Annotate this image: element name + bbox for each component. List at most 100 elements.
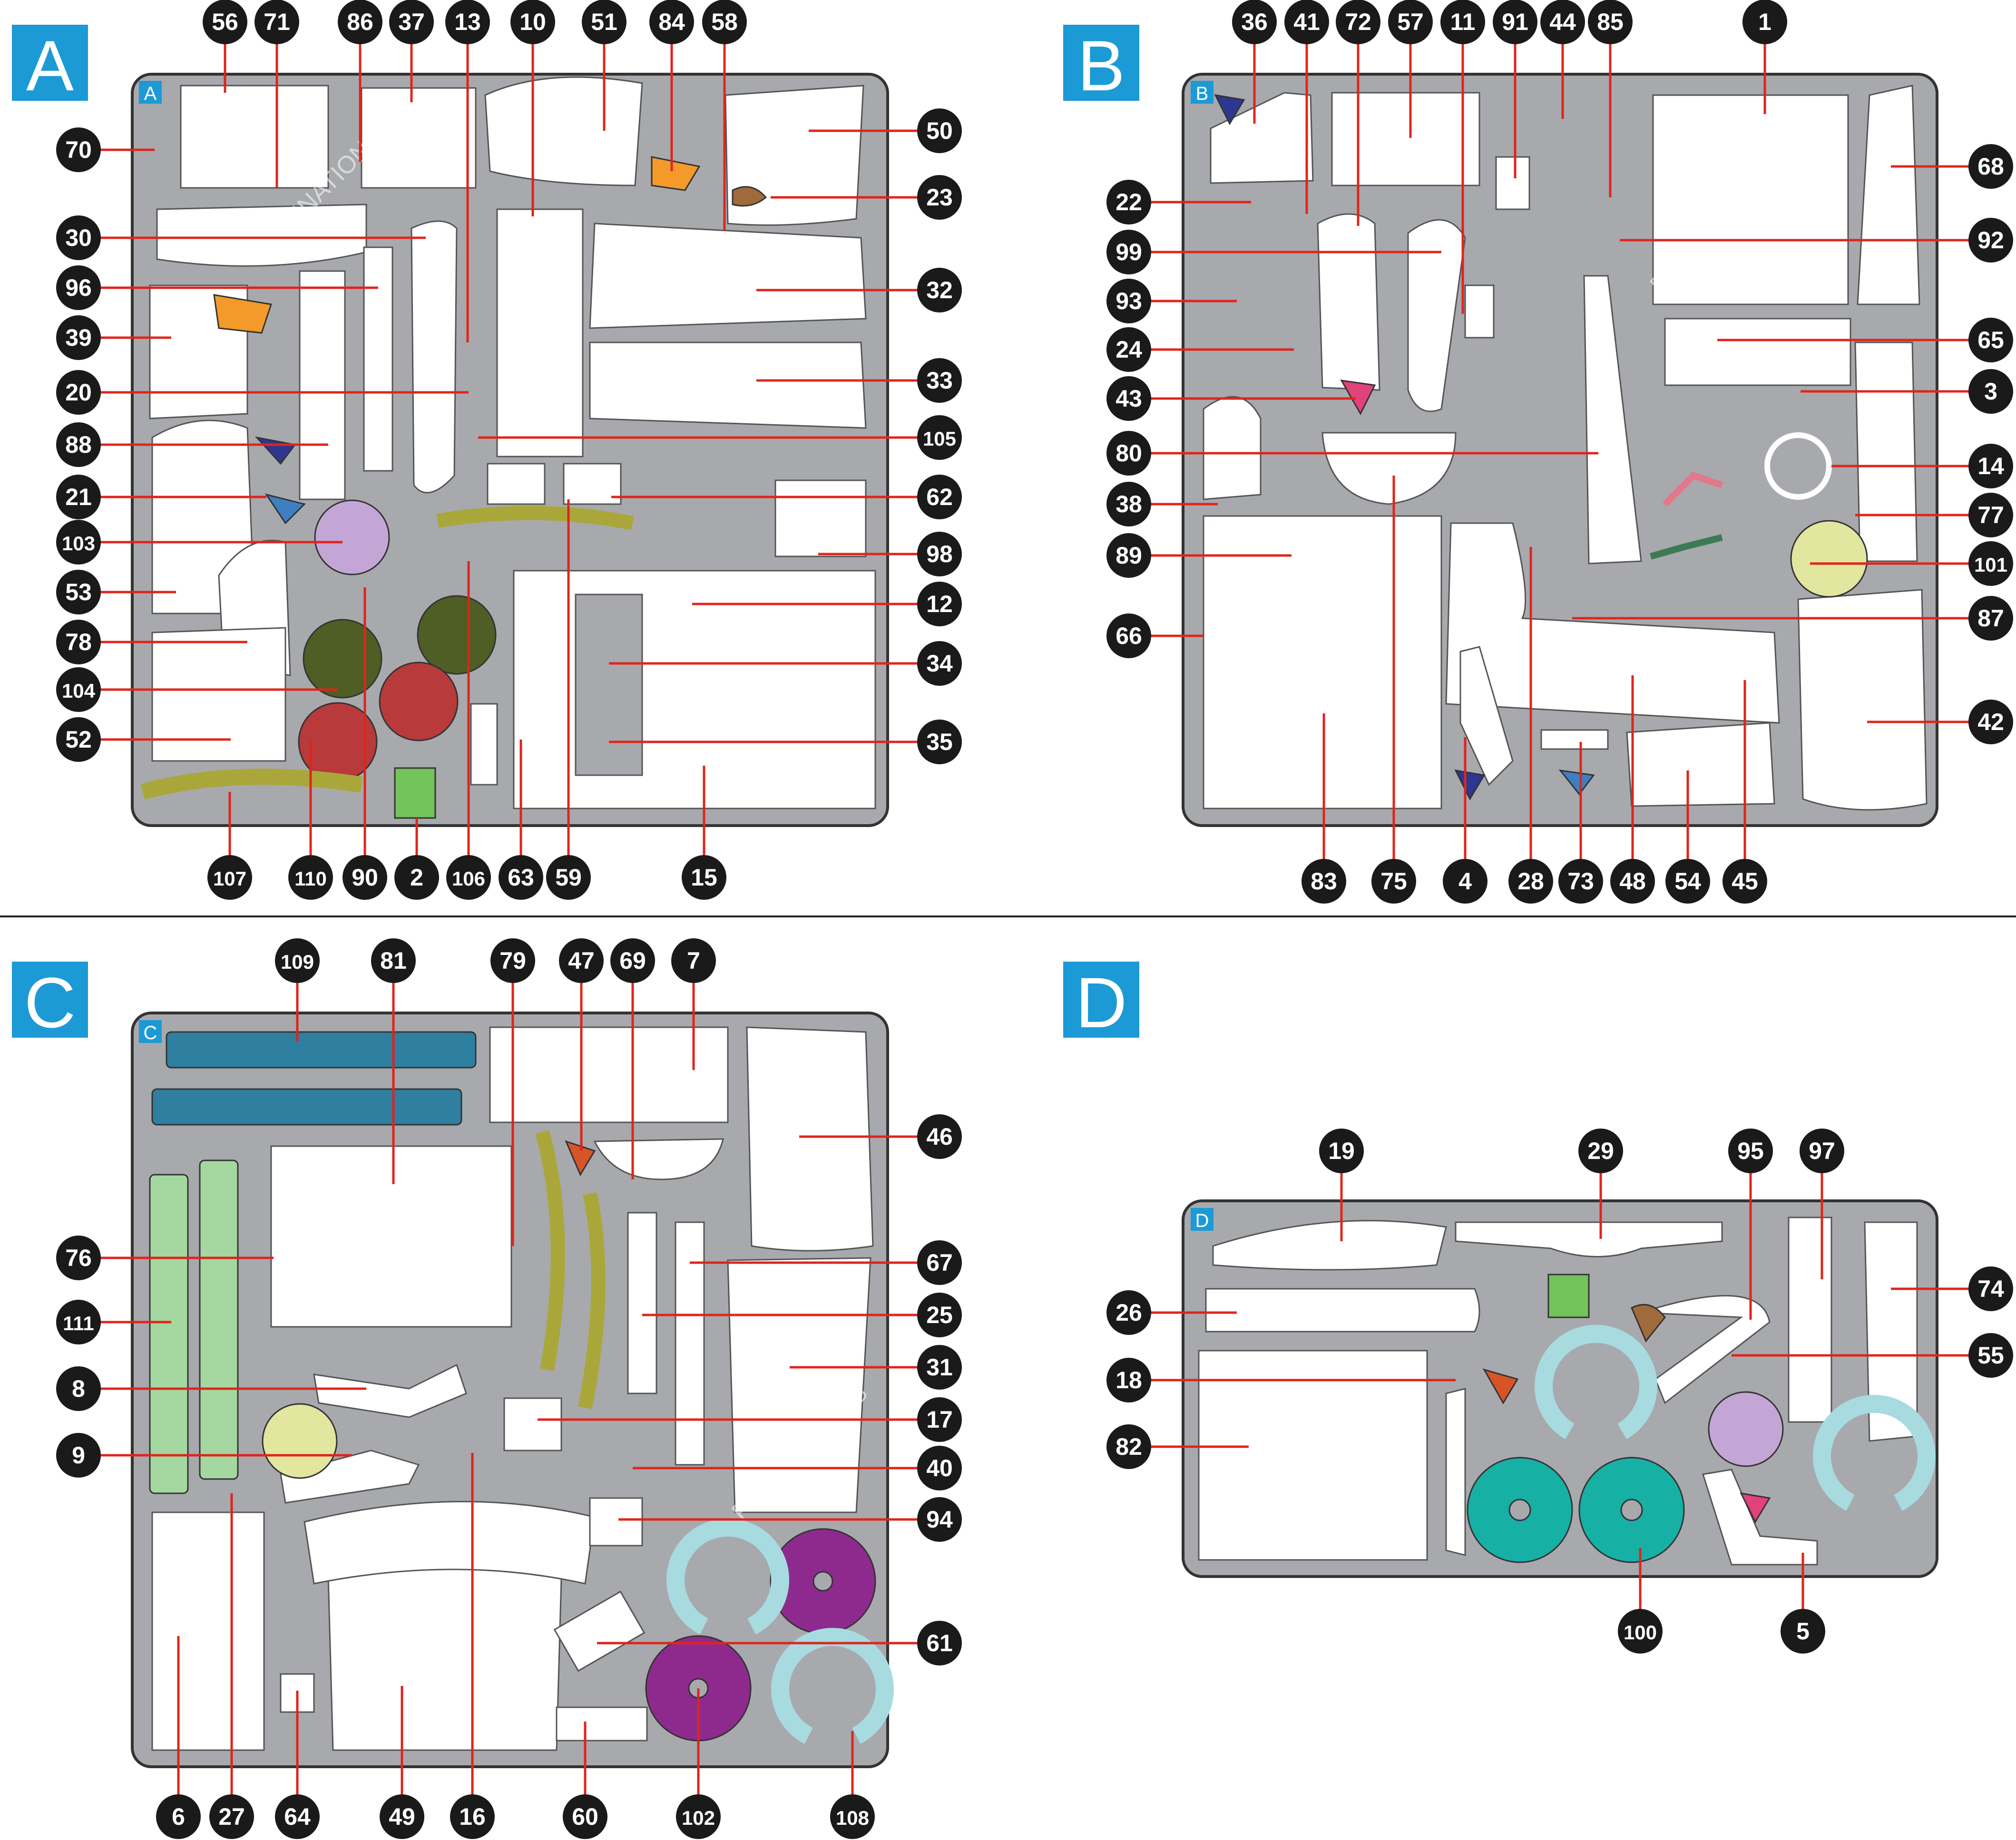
callout-number: 52: [65, 726, 92, 753]
callout-number: 66: [1116, 623, 1142, 649]
callout-circle: [1440, 0, 1485, 44]
callout-number: 93: [1116, 288, 1142, 314]
sheet-a-small-badge: [139, 81, 162, 104]
part-callout-89: 89: [1106, 533, 1151, 578]
sheet-b-badge: [1063, 25, 1139, 101]
callout-number: 100: [1624, 1621, 1657, 1644]
callout-circle: [56, 1366, 101, 1411]
part-68-shape: [1857, 85, 1920, 305]
callout-number: 63: [508, 864, 534, 891]
callout-number: 107: [213, 867, 246, 890]
part-callout-105: 105: [917, 415, 962, 460]
callout-circle: [917, 358, 962, 403]
part-callout-41: 41: [1284, 0, 1329, 44]
part-49-shape: [327, 1568, 562, 1751]
part-77-shape: [1854, 341, 1918, 562]
callout-number: 59: [555, 864, 582, 891]
callout-circle: [917, 1497, 962, 1542]
callout-circle: [1371, 859, 1416, 904]
callout-number: 45: [1732, 868, 1758, 895]
callout-circle: [1968, 318, 2013, 362]
part-13-shape: [411, 220, 458, 494]
callout-number: 35: [926, 729, 953, 755]
part-callout-92: 92: [1968, 218, 2013, 263]
part-43-pink: [1340, 380, 1376, 416]
part-pink-d: [1740, 1492, 1771, 1524]
part-101-disc: [1790, 520, 1868, 598]
part-96-shape: [299, 270, 346, 500]
callout-circle: [56, 370, 101, 415]
callout-number: 80: [1116, 440, 1142, 467]
callout-number: 43: [1116, 385, 1142, 412]
part-brown-d: [1631, 1304, 1666, 1343]
part-callout-60: 60: [563, 1794, 607, 1839]
part-callout-53: 53: [56, 570, 101, 614]
callout-number: 79: [499, 947, 526, 974]
callout-circle: [917, 1345, 962, 1390]
part-36-navy: [1214, 94, 1245, 126]
part-callout-17: 17: [917, 1397, 962, 1442]
part-callout-90: 90: [343, 855, 387, 900]
part-29-shape: [1455, 1221, 1723, 1257]
callout-circle: [702, 0, 747, 44]
part-callout-74: 74: [1968, 1266, 2013, 1311]
callout-circle: [649, 0, 694, 44]
callout-number: 17: [926, 1406, 953, 1433]
callout-circle: [156, 1794, 201, 1839]
part-110-gear-2: [379, 662, 459, 741]
callout-number: 111: [63, 1312, 94, 1334]
part-callout-109: 109: [275, 938, 320, 983]
callout-number: 54: [1674, 868, 1701, 895]
callout-number: 26: [1116, 1299, 1142, 1326]
callout-number: 86: [347, 9, 373, 35]
callout-circle: [582, 0, 626, 44]
part-callout-82: 82: [1106, 1424, 1151, 1469]
callout-number: 83: [1311, 868, 1337, 895]
callout-number: 92: [1977, 227, 2004, 253]
callout-number: 106: [452, 867, 485, 890]
part-55-shape: [1641, 1295, 1771, 1404]
part-callout-93: 93: [1106, 279, 1151, 323]
callout-circle: [1722, 859, 1767, 904]
sheet-c: FASCINATIONS FASCINATIONS C C: [12, 962, 894, 1768]
callout-circle: [1781, 1609, 1825, 1654]
sheet-a-small-title: A: [144, 83, 157, 104]
callout-circle: [288, 855, 333, 900]
part-callout-51: 51: [582, 0, 626, 44]
callout-circle: [830, 1794, 875, 1839]
callout-number: 15: [691, 864, 717, 891]
callout-circle: [917, 108, 962, 153]
callout-circle: [1968, 541, 2013, 586]
sheet-a-color-parts: [140, 156, 767, 819]
part-111-bar-2: [199, 1159, 239, 1480]
part-callout-49: 49: [380, 1794, 424, 1839]
callout-circle: [207, 855, 252, 900]
part-100-disc-2-hole: [1620, 1499, 1643, 1521]
callout-circle: [1106, 327, 1151, 372]
callout-number: 6: [172, 1803, 185, 1830]
callout-number: 81: [380, 947, 407, 974]
callout-circle: [56, 667, 101, 712]
part-callout-30: 30: [56, 215, 101, 260]
part-disc-lilac: [1708, 1391, 1784, 1467]
part-callout-91: 91: [1493, 0, 1537, 44]
part-callout-73: 73: [1558, 859, 1603, 904]
part-34-window: [575, 594, 643, 776]
callout-number: 13: [454, 9, 481, 35]
callout-circle: [1106, 1290, 1151, 1335]
part-23-brown: [732, 186, 767, 207]
callout-circle: [917, 1240, 962, 1285]
sheet-a-cutouts: [149, 76, 876, 809]
callout-circle: [450, 1794, 495, 1839]
part-callout-35: 35: [917, 720, 962, 764]
callout-number: 77: [1977, 502, 2004, 528]
callout-circle: [563, 1794, 607, 1839]
part-callout-106: 106: [446, 855, 491, 900]
sheet-b-small-title: B: [1196, 83, 1209, 104]
part-callout-22: 22: [1106, 180, 1151, 224]
callout-circle: [56, 1300, 101, 1344]
part-callout-42: 42: [1968, 700, 2013, 744]
callout-number: 4: [1458, 868, 1472, 895]
callout-circle: [1968, 1333, 2013, 1378]
callout-number: 108: [836, 1807, 869, 1829]
